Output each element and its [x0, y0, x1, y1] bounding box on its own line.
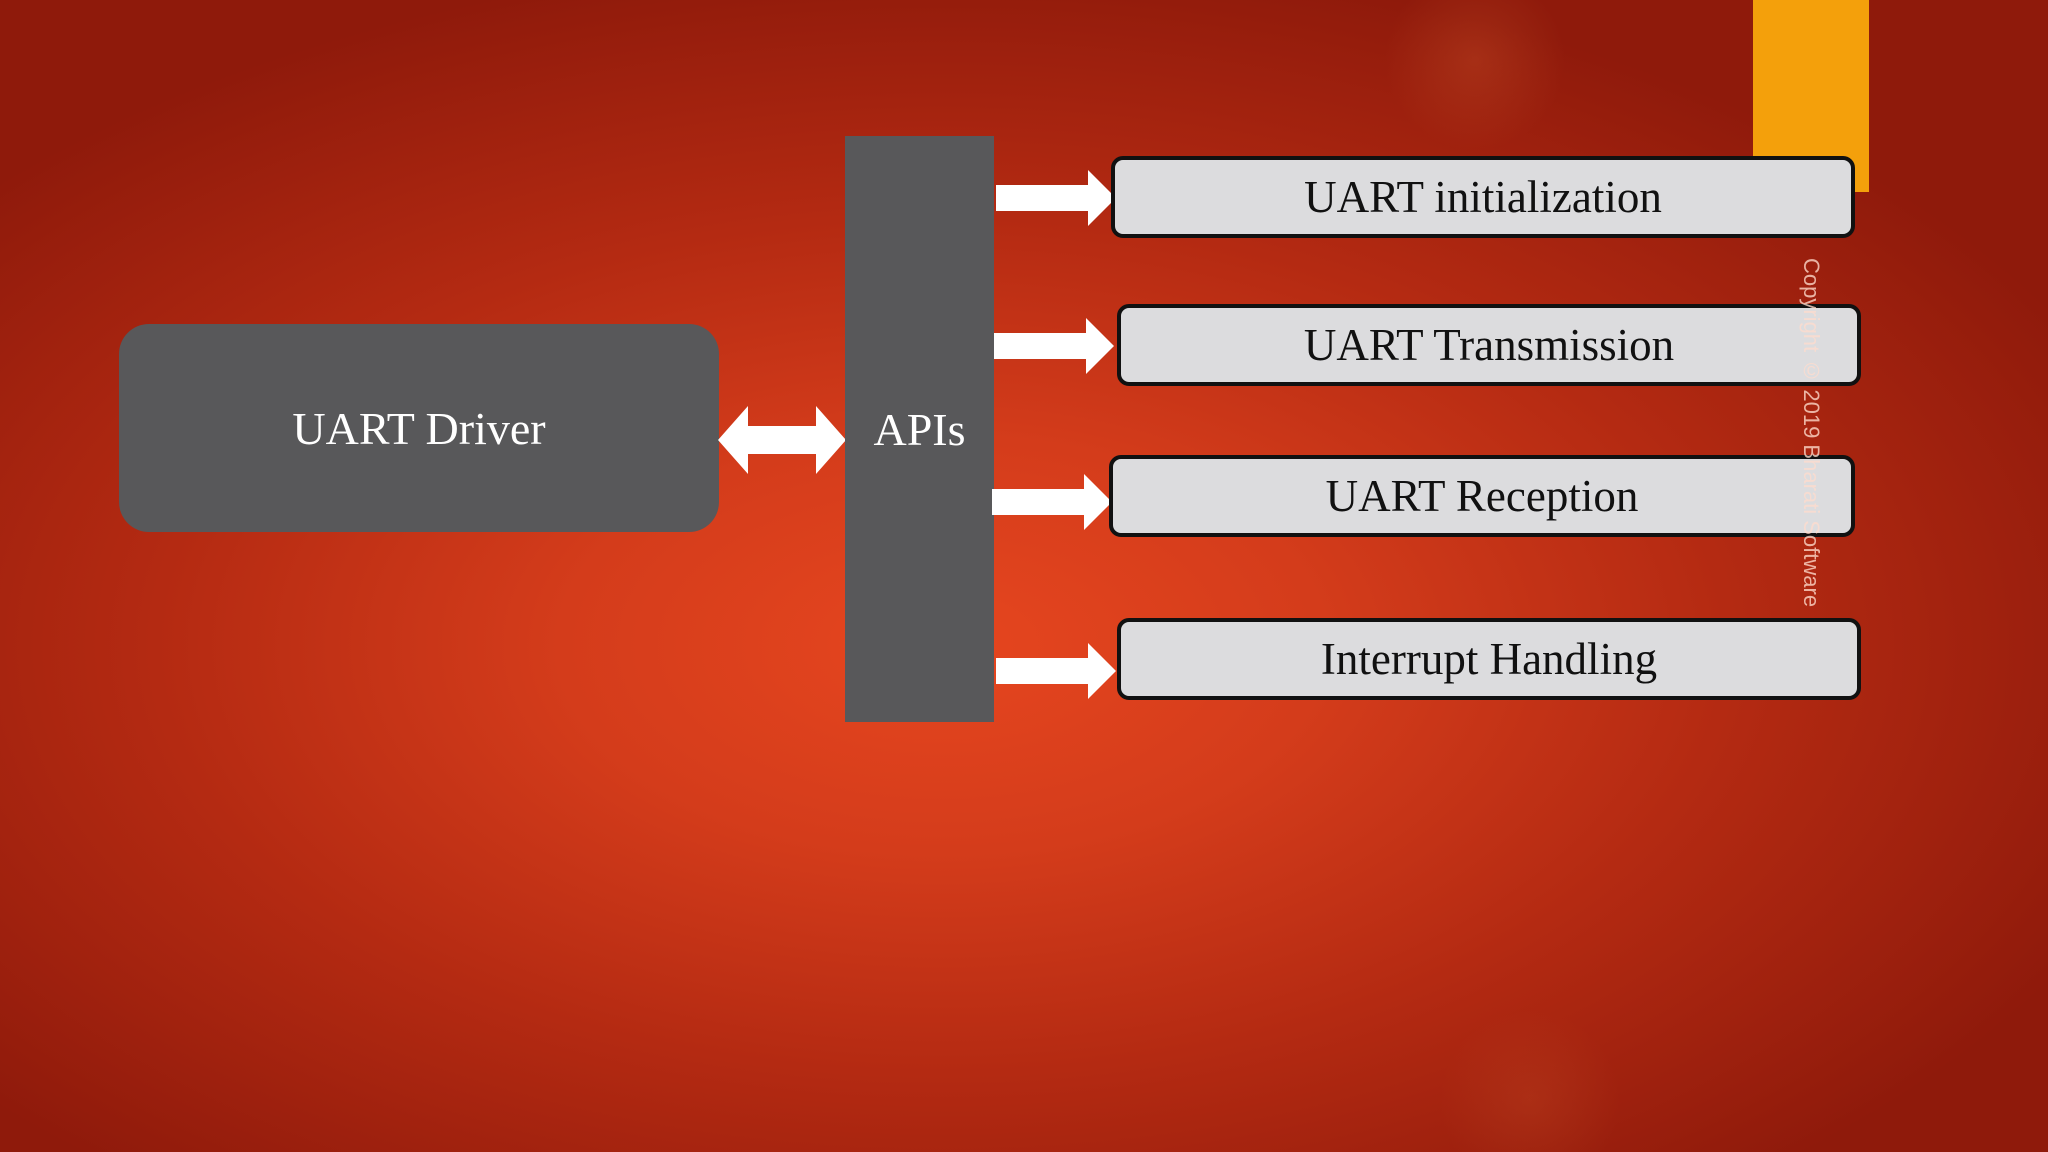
- right-arrow-icon: [994, 318, 1114, 374]
- right-arrow-icon: [992, 474, 1112, 530]
- apis-label: APIs: [873, 403, 966, 455]
- uart-driver-node: UART Driver: [119, 324, 719, 532]
- uart-initialization-node: UART initialization: [1111, 156, 1855, 238]
- feature-label: UART Reception: [1325, 471, 1639, 521]
- feature-label: Interrupt Handling: [1320, 634, 1658, 684]
- interrupt-handling-node: Interrupt Handling: [1117, 618, 1861, 700]
- bidirectional-arrow-icon: [718, 406, 846, 474]
- apis-node: APIs: [845, 136, 994, 722]
- copyright-watermark: Copyright © 2019 Bharati Software: [1799, 258, 1824, 608]
- feature-label: UART initialization: [1304, 172, 1662, 222]
- uart-driver-label: UART Driver: [292, 402, 546, 454]
- uart-reception-node: UART Reception: [1109, 455, 1855, 537]
- uart-transmission-node: UART Transmission: [1117, 304, 1861, 386]
- right-arrow-icon: [996, 170, 1116, 226]
- feature-label: UART Transmission: [1303, 320, 1675, 370]
- right-arrow-icon: [996, 643, 1116, 699]
